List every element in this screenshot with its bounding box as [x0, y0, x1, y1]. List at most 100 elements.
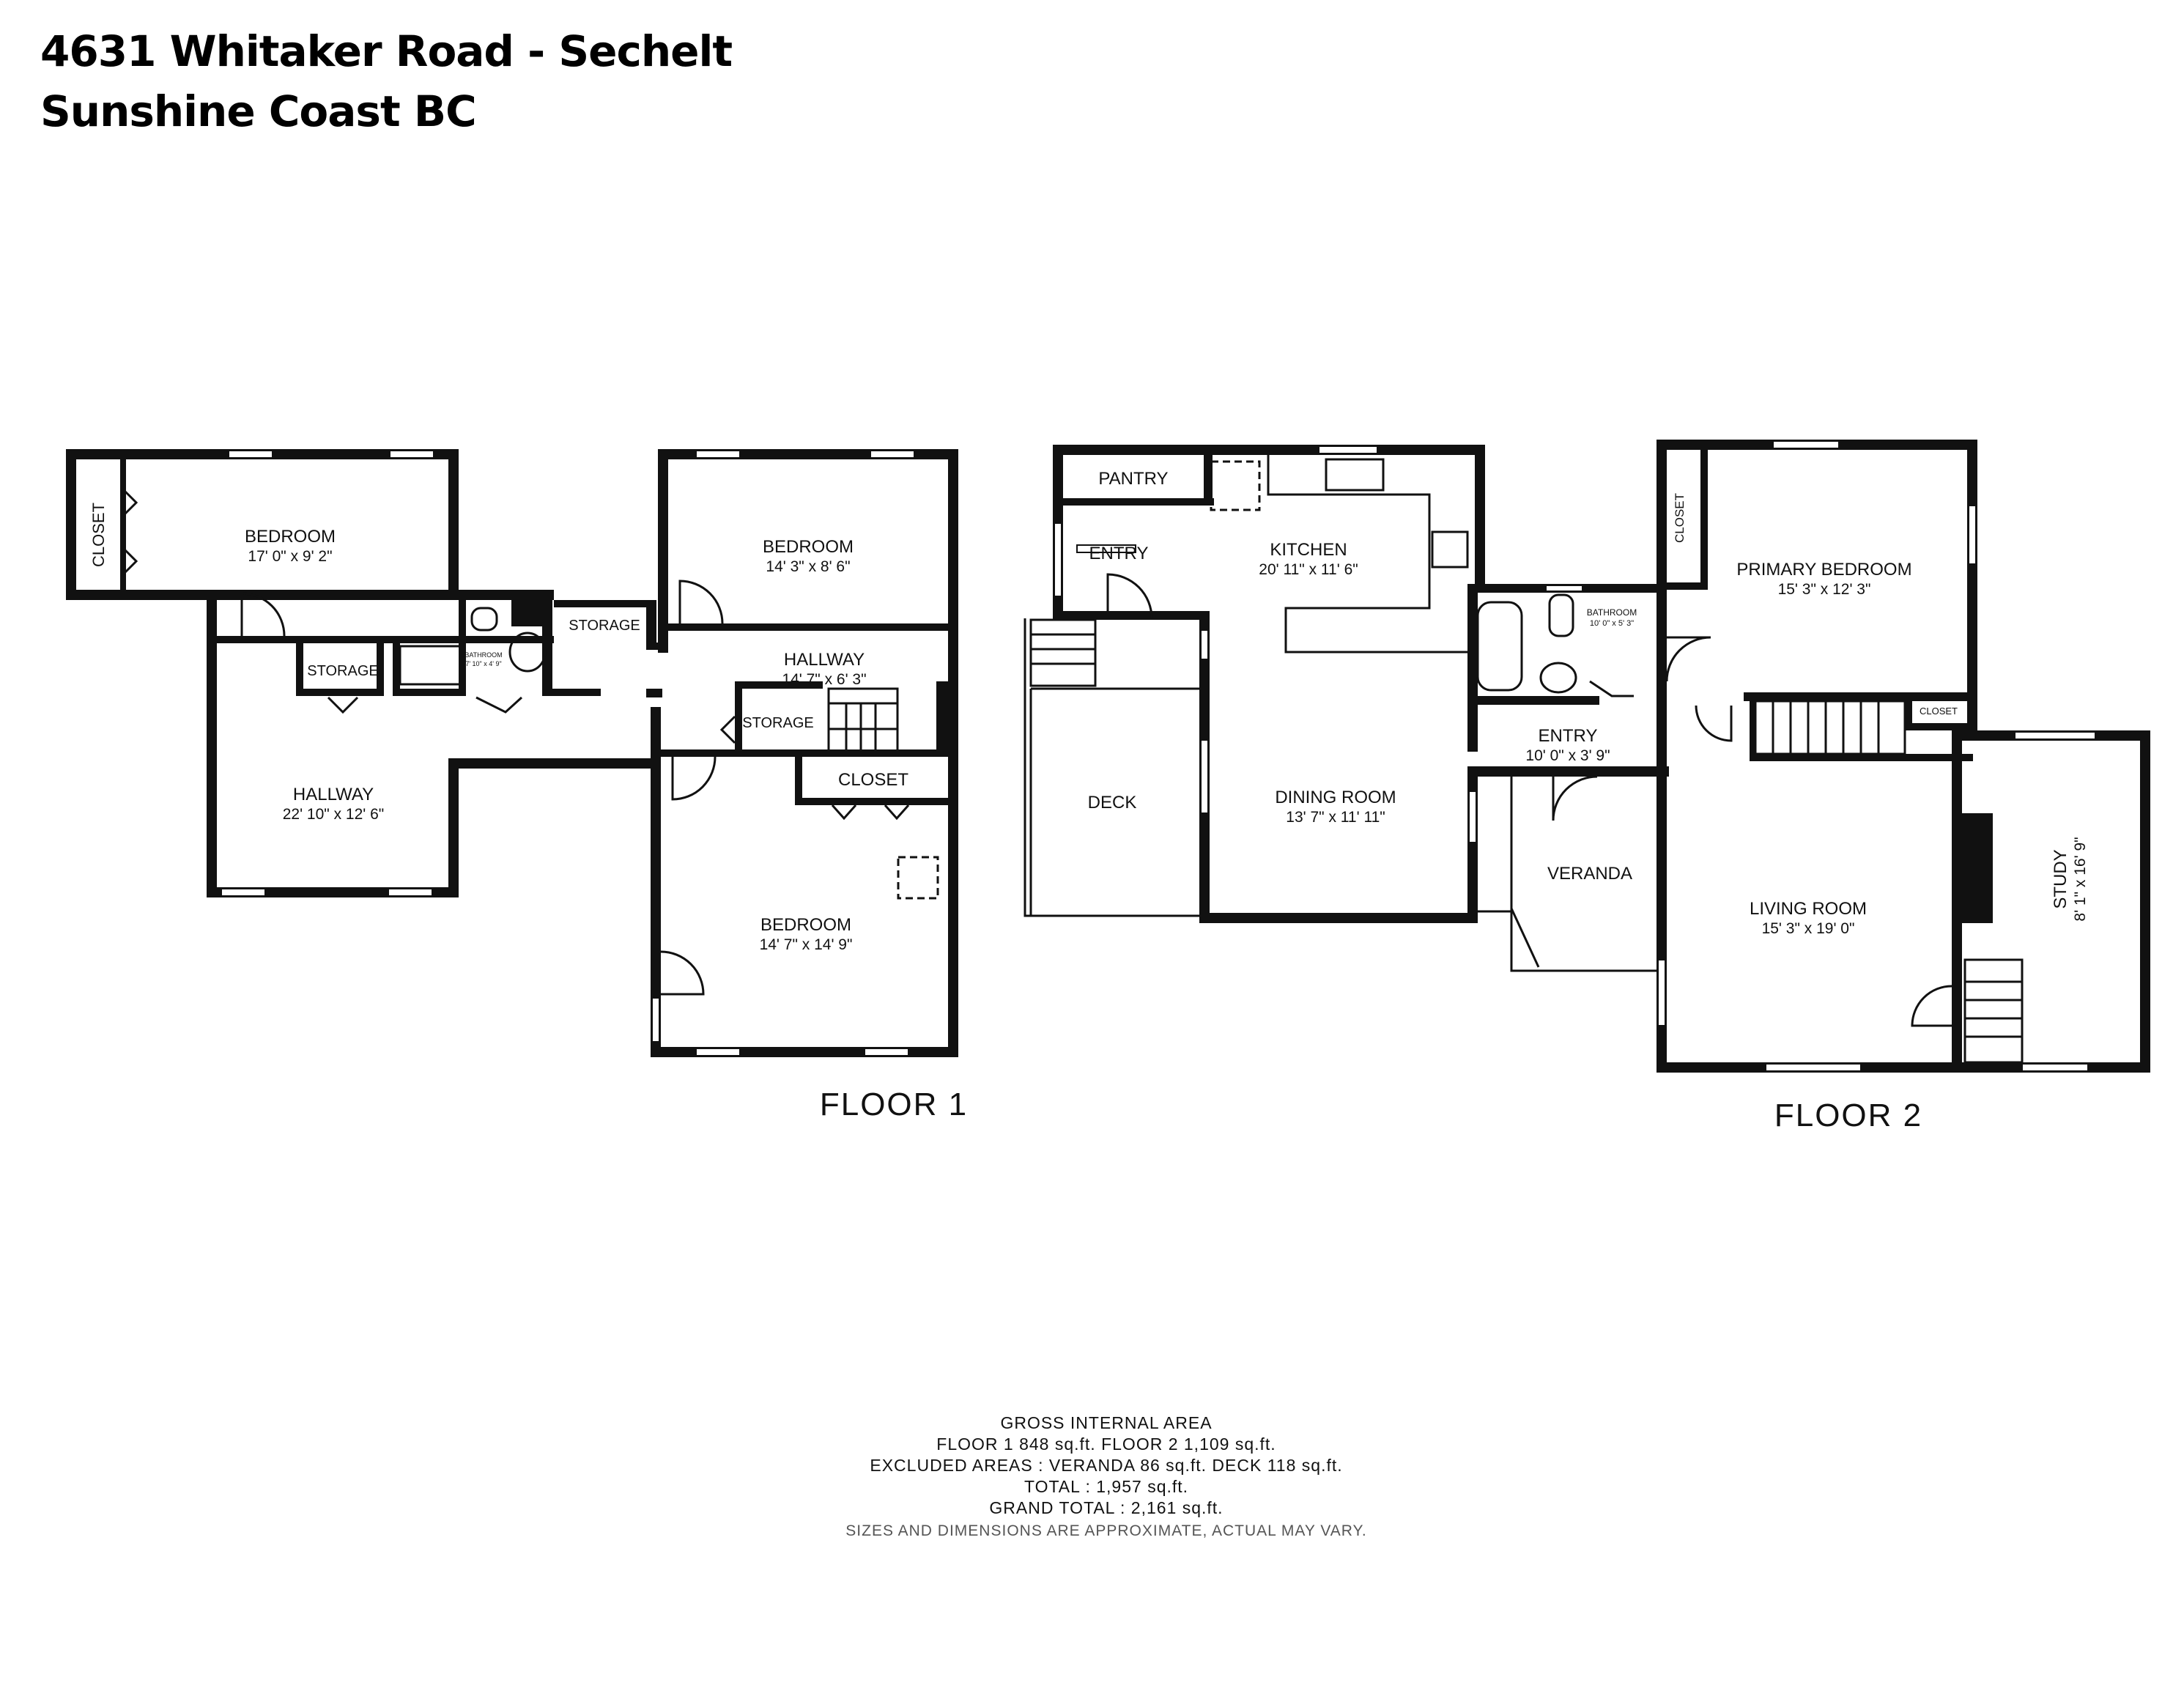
window	[2014, 731, 2096, 740]
f2-study-label: STUDY	[2051, 849, 2070, 908]
wall	[658, 449, 668, 653]
wall	[393, 689, 466, 696]
wall	[658, 623, 958, 631]
f2-veranda-label: VERANDA	[1547, 864, 1632, 884]
area-floors: FLOOR 1 848 sq.ft. FLOOR 2 1,109 sq.ft.	[936, 1435, 1276, 1454]
wall	[393, 643, 400, 696]
wall	[936, 681, 958, 757]
wall	[1467, 696, 1478, 752]
skylight-icon	[1210, 460, 1261, 511]
wall	[1750, 701, 1755, 758]
wall	[1967, 440, 1977, 725]
chimney	[511, 600, 542, 626]
f1-closet-left-label: CLOSET	[89, 503, 108, 567]
floor1-stairs	[827, 687, 899, 756]
f2-dining-dims: 13' 7" x 11' 11"	[1286, 809, 1385, 826]
stairs	[827, 687, 899, 756]
door-swing	[1665, 636, 1711, 682]
wall	[2140, 730, 2150, 1073]
window	[1318, 445, 1378, 454]
f1-storage-b-label: STORAGE	[569, 618, 640, 634]
sink-icon	[1539, 662, 1577, 694]
f2-closet-a-label: CLOSET	[1673, 493, 1687, 543]
shower-icon	[399, 645, 463, 686]
window	[1968, 505, 1977, 565]
wall	[1204, 455, 1213, 506]
wall	[1467, 766, 1669, 777]
skylight-icon	[897, 856, 939, 900]
stairs	[1754, 700, 1906, 755]
wall	[735, 681, 823, 689]
door-swing	[671, 756, 717, 801]
wall	[1053, 445, 1485, 455]
wall	[217, 636, 554, 643]
wall	[1475, 445, 1485, 584]
f2-primary-dims: 15' 3" x 12' 3"	[1778, 581, 1871, 598]
f2-study-dims: 8' 1" x 16' 9"	[2072, 837, 2089, 921]
bathroom-door	[1589, 680, 1634, 697]
sink-icon	[1325, 458, 1385, 492]
wall	[1952, 730, 1962, 1073]
door-swing	[1106, 573, 1153, 619]
closet-door	[884, 804, 910, 821]
f1-storage-c-label: STORAGE	[742, 715, 813, 731]
stairs	[1029, 618, 1097, 687]
f1-hallway-b-dims: 14' 7" x 6' 3"	[782, 671, 866, 688]
window	[864, 1048, 909, 1056]
wall	[651, 707, 661, 1057]
f1-bedroom-a-dims: 17' 0" x 9' 2"	[248, 548, 332, 565]
f1-bedroom-c-dims: 14' 7" x 14' 9"	[760, 936, 853, 953]
window	[389, 450, 434, 459]
window	[1468, 791, 1477, 843]
f1-hallway-a-label: HALLWAY	[293, 785, 374, 804]
floor2-plan	[1023, 440, 2150, 1073]
wall	[658, 749, 958, 757]
area-heading: GROSS INTERNAL AREA	[1000, 1413, 1212, 1432]
door-swing	[660, 950, 705, 996]
wall	[1053, 611, 1209, 620]
f2-dining-label: DINING ROOM	[1275, 788, 1396, 807]
door-swing	[1552, 775, 1598, 821]
f1-hallway-a-dims: 22' 10" x 12' 6"	[283, 806, 385, 823]
f2-kitchen-dims: 20' 11" x 11' 6"	[1259, 561, 1358, 578]
wall	[542, 689, 601, 696]
wall	[1905, 723, 1977, 730]
bathtub-icon	[1476, 601, 1523, 692]
wall	[646, 600, 656, 650]
f2-kitchen-label: KITCHEN	[1270, 540, 1347, 560]
wall	[1053, 498, 1214, 506]
toilet-icon	[470, 607, 498, 632]
f1-bedroom-b-label: BEDROOM	[763, 537, 854, 557]
deck-outline	[1023, 618, 1199, 917]
f1-closet-b-label: CLOSET	[838, 770, 908, 790]
bifold-door	[122, 547, 138, 576]
f2-living-dims: 15' 3" x 19' 0"	[1762, 920, 1855, 937]
floor1-plan	[66, 449, 958, 1057]
f2-living-label: LIVING ROOM	[1750, 899, 1867, 919]
location-subtitle: Sunshine Coast BC	[40, 86, 477, 136]
wall	[296, 689, 384, 696]
f2-primary-label: PRIMARY BEDROOM	[1736, 560, 1911, 580]
f1-bathroom-label: BATHROOM	[464, 651, 502, 659]
floor2-stairs	[1029, 618, 2024, 1064]
f2-closet-b-label: CLOSET	[1920, 706, 1958, 717]
kitchen-counter	[1267, 455, 1467, 654]
wall	[448, 758, 654, 769]
storage-door	[327, 696, 359, 714]
wall	[448, 758, 459, 897]
wall	[646, 689, 662, 697]
stairs	[1963, 958, 2024, 1064]
fireplace	[1962, 813, 1993, 923]
wall	[66, 590, 214, 600]
area-disclaimer: SIZES AND DIMENSIONS ARE APPROXIMATE, AC…	[845, 1522, 1366, 1539]
toilet-icon	[1548, 593, 1574, 637]
f2-entry-b-label: ENTRY	[1539, 726, 1598, 746]
wall	[735, 681, 742, 755]
f1-bedroom-c-label: BEDROOM	[760, 915, 851, 935]
door-swing	[240, 592, 286, 637]
wall	[1656, 585, 1667, 782]
wall	[296, 643, 303, 696]
door-swing	[1911, 985, 1952, 1027]
window	[1765, 1063, 1862, 1072]
door-swing	[1510, 908, 1540, 968]
